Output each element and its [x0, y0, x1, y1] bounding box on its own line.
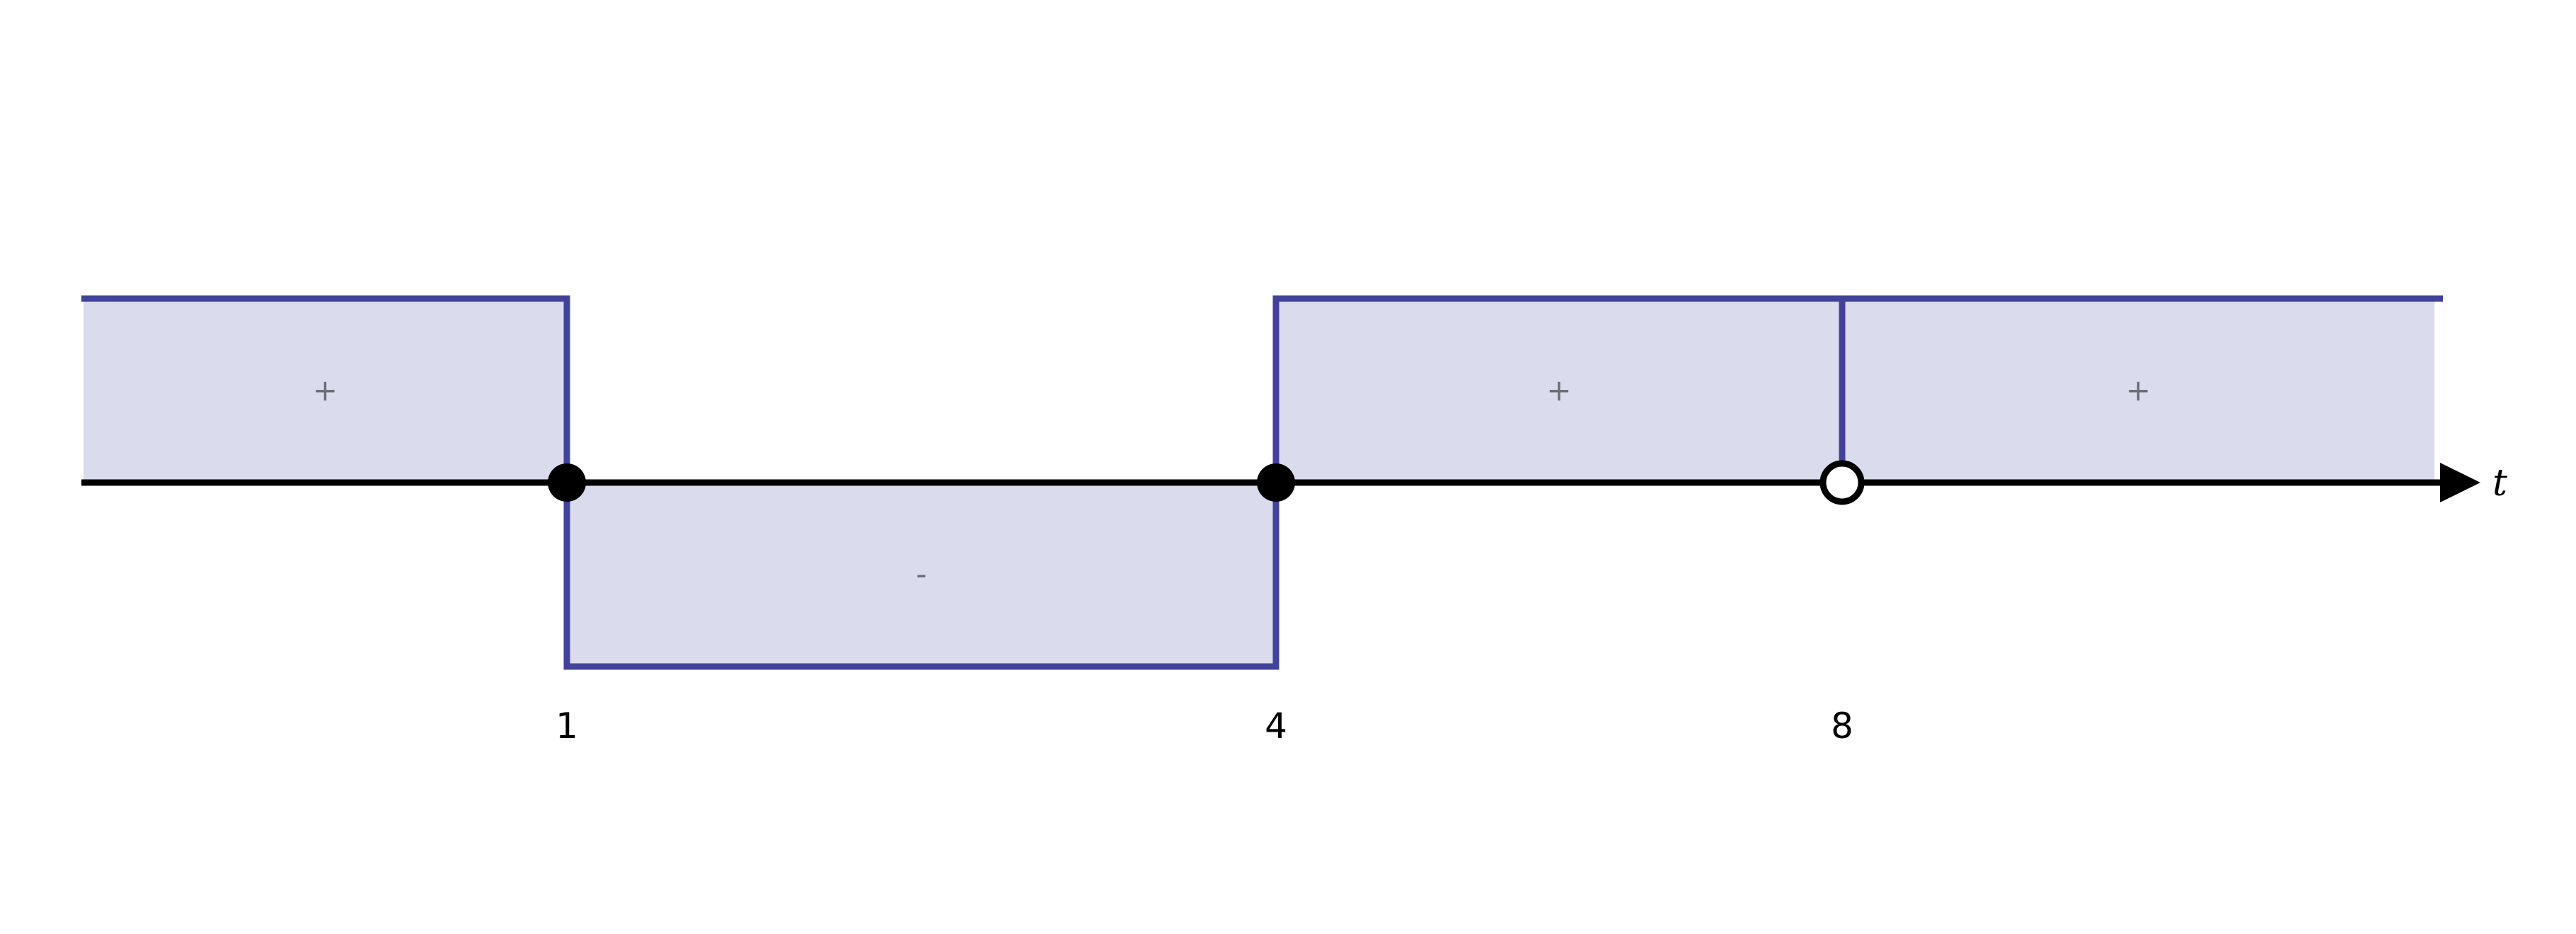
interval-fill-1	[84, 299, 567, 483]
axis-arrowhead-icon	[2440, 463, 2480, 502]
critical-point-label-4: 4	[1265, 705, 1287, 746]
interval-fills	[84, 299, 2434, 667]
interval-sign-4: +	[2126, 373, 2151, 408]
critical-points	[548, 460, 1865, 505]
critical-point-labels: 1 4 8	[556, 705, 1853, 746]
filled-point-4	[1257, 463, 1295, 502]
critical-point-label-8: 8	[1831, 705, 1853, 746]
interval-sign-labels: + - + +	[313, 373, 2151, 592]
interval-sign-1: +	[313, 373, 338, 408]
interval-fill-3	[1276, 299, 1842, 483]
critical-point-label-1: 1	[556, 705, 578, 746]
interval-fill-2	[567, 483, 1276, 667]
axis-variable-label: t	[2492, 462, 2507, 505]
interval-fill-4	[1842, 299, 2434, 483]
interval-sign-3: +	[1546, 373, 1571, 408]
open-point-8	[1819, 460, 1865, 505]
sign-outlines	[81, 295, 2443, 670]
filled-point-1	[548, 463, 586, 502]
interval-sign-2: -	[916, 557, 926, 592]
